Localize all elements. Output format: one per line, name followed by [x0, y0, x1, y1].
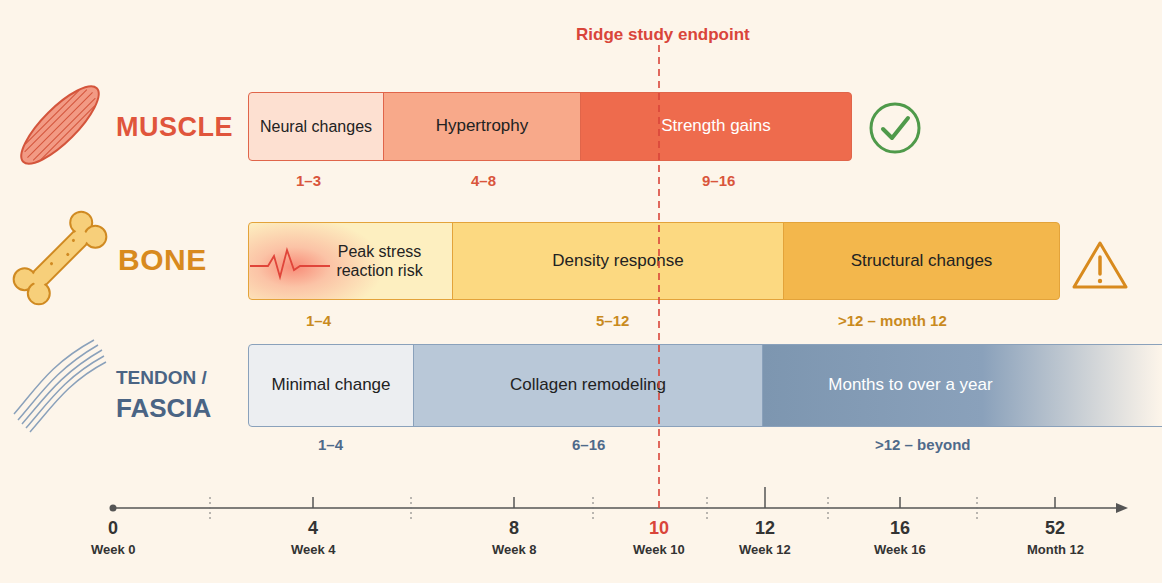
axis-label: Week 10	[633, 543, 685, 556]
segment-text: Collagen remodeling	[510, 375, 666, 395]
diagram-label: 1–4	[306, 313, 331, 328]
muscle-icon	[11, 76, 109, 174]
ecg-line	[250, 250, 330, 277]
phase-segment: Collagen remodeling	[413, 344, 763, 427]
major-ticks	[313, 487, 1055, 508]
axis-label: 8	[509, 519, 519, 537]
segment-text: Peak stress reaction risk	[313, 242, 446, 280]
diagram-label: >12 – month 12	[838, 313, 947, 328]
phase-segment: Neural changes	[248, 92, 384, 161]
diagram-label: 1–4	[318, 437, 343, 452]
diagram-label: 4–8	[471, 173, 496, 188]
phase-segment: Strength gains	[580, 92, 852, 161]
axis-label: Week 0	[91, 543, 136, 556]
segment-text: Density response	[552, 251, 683, 271]
axis-label: Week 8	[492, 543, 537, 556]
tendon-icon	[14, 340, 106, 432]
diagram-label: FASCIA	[116, 395, 211, 421]
axis-label: 12	[755, 519, 775, 537]
diagram-label: TENDON /	[116, 368, 207, 387]
endpoint-line	[658, 45, 660, 512]
phase-segment: Density response	[452, 222, 784, 300]
bone-icon	[9, 207, 111, 309]
diagram-label: BONE	[118, 245, 207, 275]
diagram-label: MUSCLE	[116, 114, 233, 141]
phase-segment: Minimal change	[248, 344, 414, 427]
phase-segment: Hypertrophy	[383, 92, 581, 161]
axis-label: Month 12	[1027, 543, 1084, 556]
segment-text: Neural changes	[260, 117, 372, 136]
phase-segment: Peak stress reaction risk	[248, 222, 453, 300]
segment-text: Structural changes	[851, 251, 993, 271]
phase-segment: Structural changes	[783, 222, 1060, 300]
diagram-label: >12 – beyond	[875, 437, 970, 452]
segment-text: Hypertrophy	[436, 116, 529, 136]
check-icon	[871, 104, 919, 152]
minor-ticks	[210, 497, 977, 520]
axis-label: 16	[890, 519, 910, 537]
phase-segment: Months to over a year	[762, 344, 1162, 427]
diagram-label: 5–12	[596, 313, 629, 328]
diagram-label: Ridge study endpoint	[576, 26, 750, 43]
axis-label: 52	[1045, 519, 1065, 537]
segment-text: Strength gains	[661, 116, 771, 136]
warning-icon	[1074, 243, 1126, 287]
axis-origin	[110, 505, 117, 512]
axis-label: Week 12	[739, 543, 791, 556]
time-axis	[113, 507, 1118, 509]
axis-label: 10	[649, 519, 669, 537]
axis-label: 4	[308, 519, 318, 537]
diagram-label: 9–16	[702, 173, 735, 188]
axis-label: Week 16	[874, 543, 926, 556]
diagram-label: 6–16	[572, 437, 605, 452]
diagram-label: 1–3	[296, 173, 321, 188]
segment-text: Months to over a year	[828, 375, 992, 395]
segment-text: Minimal change	[271, 375, 390, 395]
axis-label: 0	[108, 519, 118, 537]
axis-arrow	[1116, 503, 1128, 513]
axis-label: Week 4	[291, 543, 336, 556]
